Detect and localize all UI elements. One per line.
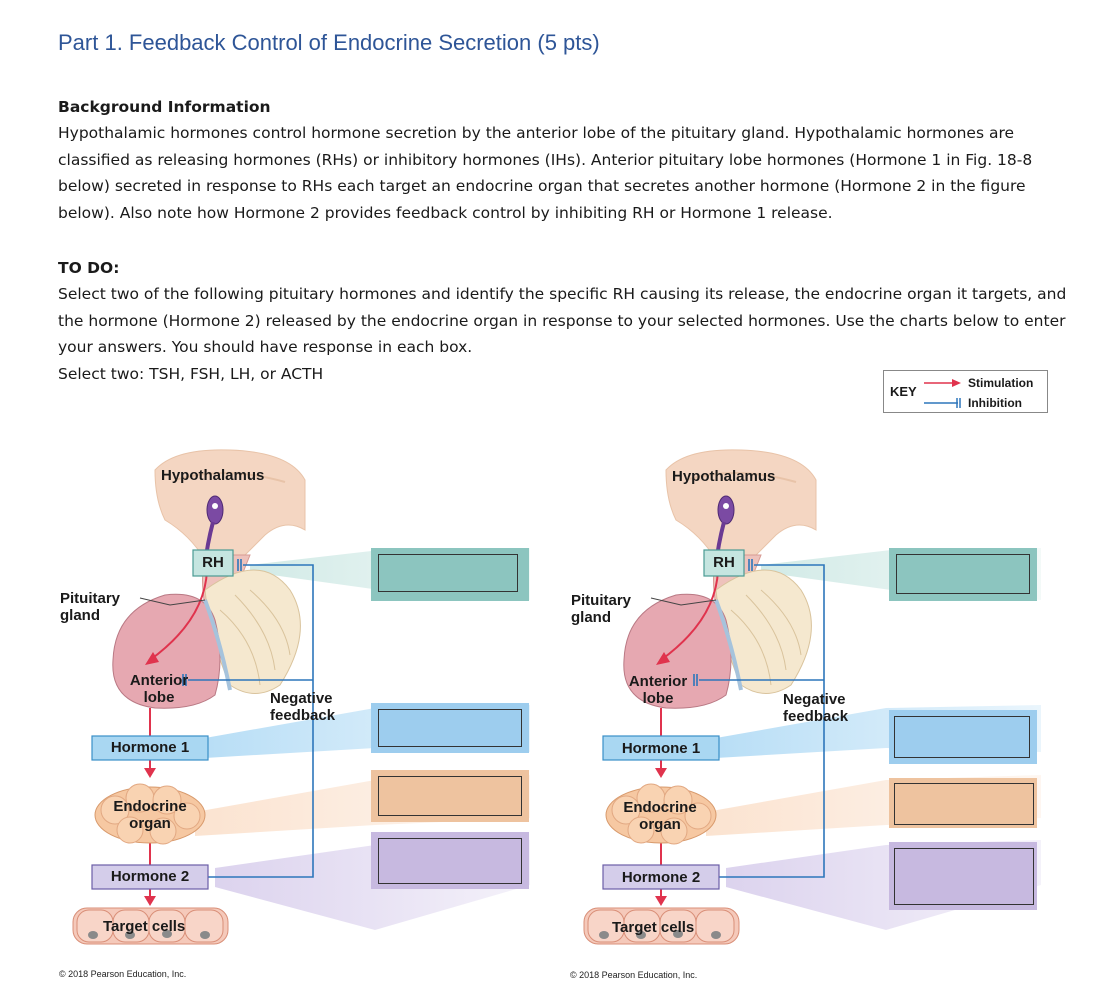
hormone1-box — [602, 735, 720, 761]
answer-box-organ-right[interactable] — [894, 783, 1034, 825]
stimulation-arrow-icon — [952, 379, 961, 387]
answer-bg-rh-right — [889, 548, 1037, 601]
answer-bg-organ-right — [889, 778, 1037, 828]
target-cells-shape — [583, 907, 740, 945]
legend-key: KEY Stimulation Inhibition — [883, 370, 1048, 413]
answer-bg-hormone1-left — [371, 703, 529, 753]
rh-label: RH — [713, 554, 735, 571]
todo-select: Select two: TSH, FSH, LH, or ACTH — [58, 364, 324, 383]
target-cells-shape — [72, 907, 229, 945]
rh-label: RH — [202, 554, 224, 571]
hormone2-box — [602, 864, 720, 890]
hormone2-label: Hormone 2 — [621, 869, 701, 886]
background-heading: Background Information — [58, 98, 271, 116]
page-title: Part 1. Feedback Control of Endocrine Se… — [58, 30, 600, 55]
answer-box-hormone2-right[interactable] — [894, 848, 1034, 905]
answer-box-hormone1-left[interactable] — [378, 709, 522, 747]
hormone1-label: Hormone 1 — [621, 740, 701, 757]
background-text: Hypothalamic hormones control hormone se… — [58, 124, 1033, 222]
background-section: Background Information Hypothalamic horm… — [58, 94, 1068, 226]
answer-bg-hormone2-left — [371, 832, 529, 889]
todo-section: TO DO: Select two of the following pitui… — [58, 255, 1068, 387]
answer-box-hormone2-left[interactable] — [378, 838, 522, 884]
answer-box-organ-left[interactable] — [378, 776, 522, 816]
hormone1-box — [91, 735, 209, 761]
endocrine-organ-shape — [94, 783, 206, 845]
endocrine-organ-shape — [605, 783, 717, 845]
key-stimulation: Stimulation — [968, 376, 1034, 390]
answer-box-rh-left[interactable] — [378, 554, 518, 592]
key-inhibition: Inhibition — [968, 396, 1022, 410]
copyright: © 2018 Pearson Education, Inc. — [59, 969, 187, 979]
answer-bg-organ-left — [371, 770, 529, 822]
hypothalamus-label: Hypothalamus — [161, 467, 265, 484]
answer-bg-hormone1-right — [889, 710, 1037, 764]
target-cells-label: Target cells — [103, 918, 186, 935]
hypothalamus-label: Hypothalamus — [672, 468, 776, 485]
hormone1-label: Hormone 1 — [110, 739, 190, 756]
key-arrows — [924, 379, 961, 408]
todo-heading: TO DO: — [58, 259, 120, 277]
target-cells-label: Target cells — [612, 919, 695, 936]
copyright: © 2018 Pearson Education, Inc. — [570, 970, 698, 980]
answer-box-hormone1-right[interactable] — [894, 716, 1030, 758]
answer-bg-hormone2-right — [889, 842, 1037, 910]
rh-box — [192, 549, 234, 577]
answer-box-rh-right[interactable] — [896, 554, 1030, 594]
hormone2-label: Hormone 2 — [110, 868, 190, 885]
hormone2-box — [91, 864, 209, 890]
rh-box — [703, 549, 745, 577]
key-label: KEY — [890, 384, 917, 399]
todo-text: Select two of the following pituitary ho… — [58, 285, 1067, 356]
answer-bg-rh-left — [371, 548, 529, 601]
